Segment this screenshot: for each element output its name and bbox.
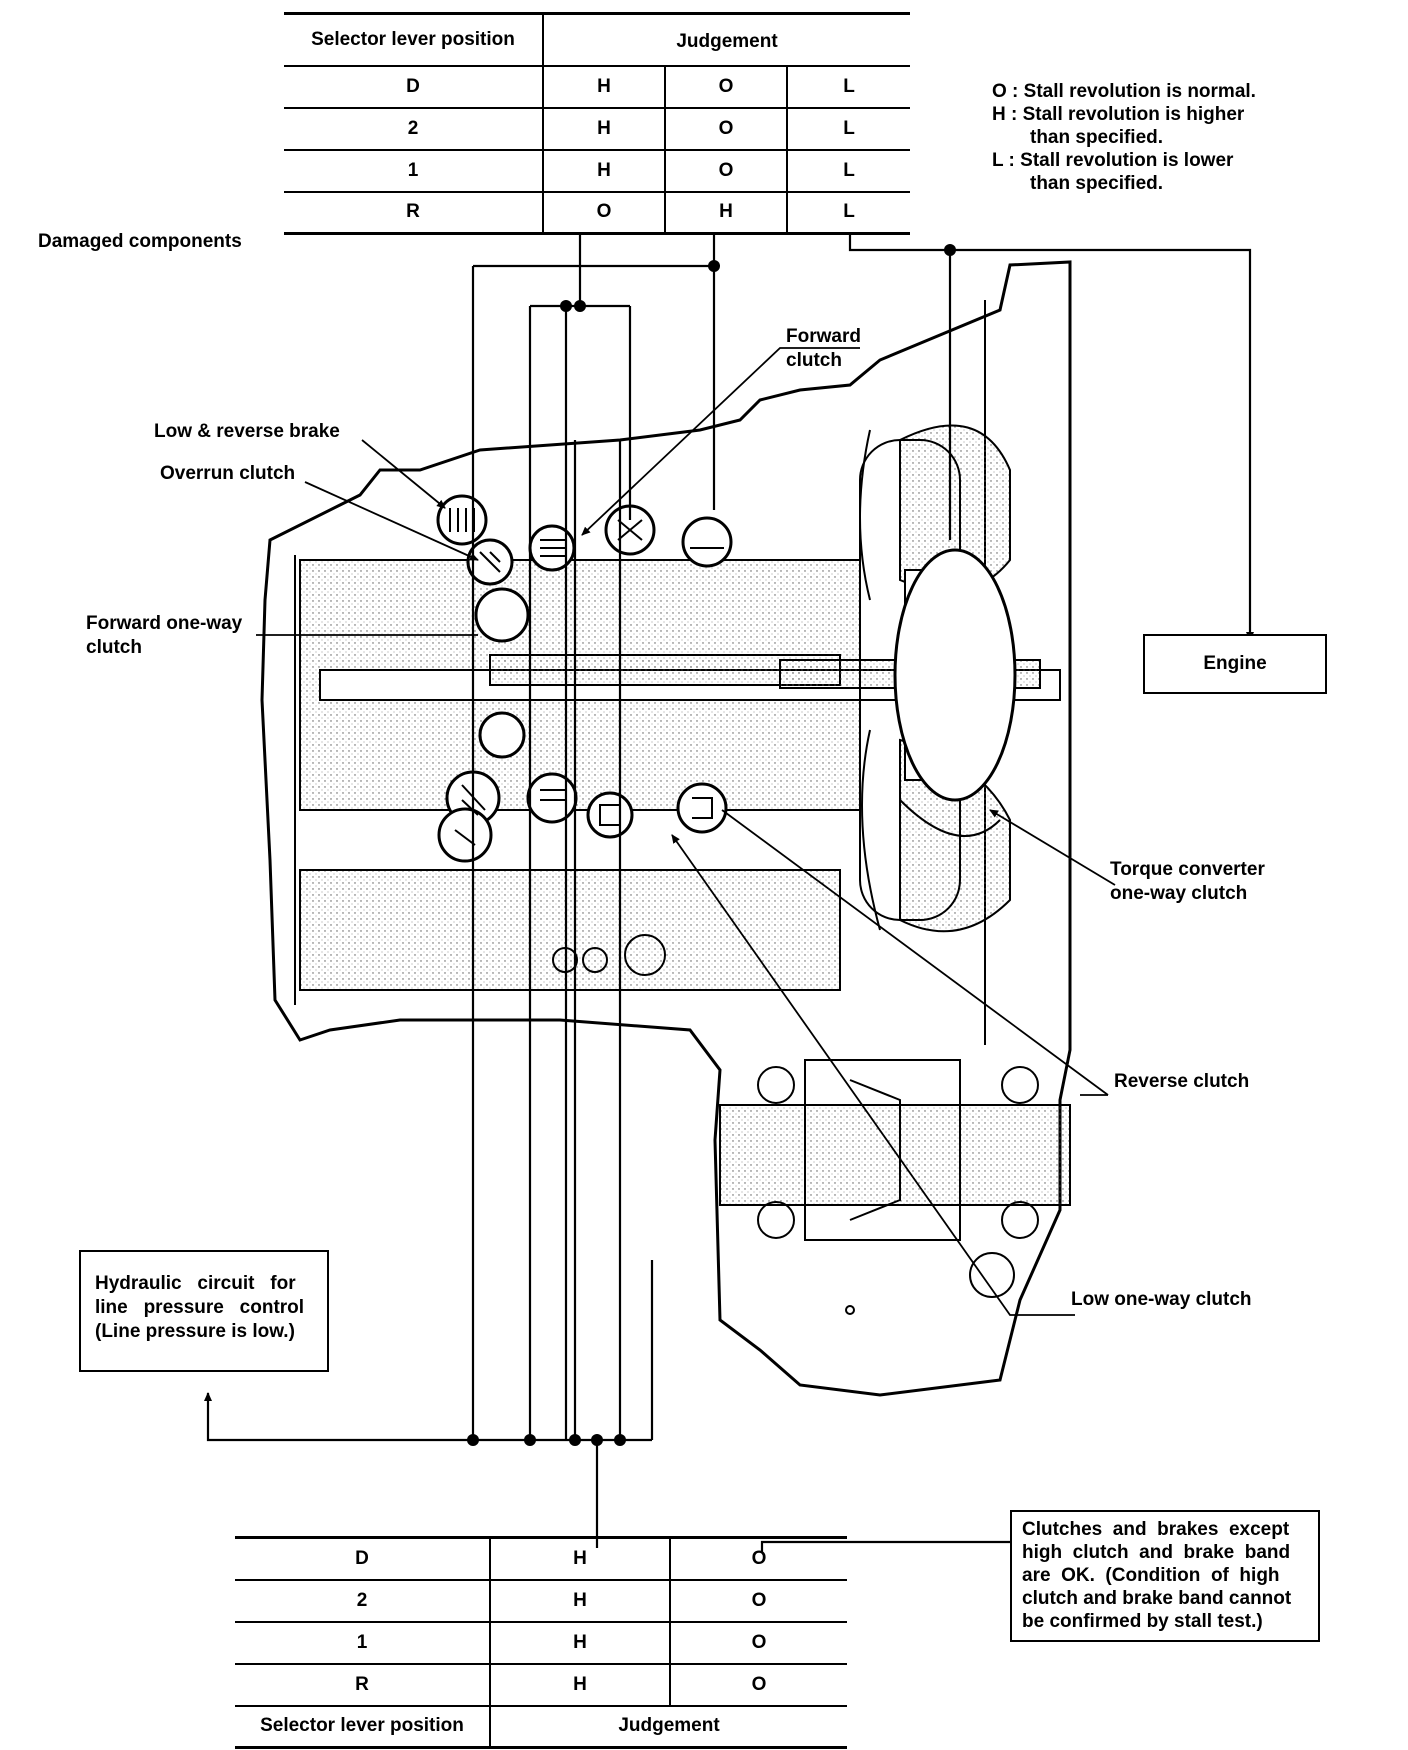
legend-o-key: O : bbox=[992, 81, 1019, 102]
row-judgement-o: O bbox=[670, 1536, 847, 1580]
footer-judgement: Judgement bbox=[490, 1704, 847, 1749]
circle-low-reverse-brake bbox=[436, 494, 488, 546]
hydraulic-line-3: (Line pressure is low.) bbox=[95, 1321, 295, 1342]
row-judgement-o: O bbox=[665, 106, 788, 150]
row-judgement-o: O bbox=[665, 64, 788, 108]
row-position: 2 bbox=[235, 1578, 491, 1622]
circle-lower-4 bbox=[586, 791, 634, 839]
row-position: D bbox=[235, 1536, 491, 1580]
label-torque-converter-2: one-way clutch bbox=[1110, 883, 1248, 904]
row-judgement-o: O bbox=[670, 1662, 847, 1706]
header-judgement: Judgement bbox=[543, 12, 910, 66]
legend-h-key: H : bbox=[992, 104, 1018, 125]
circle-low-one-way bbox=[437, 807, 493, 863]
legend-l-text-cont: than specified. bbox=[1030, 173, 1164, 194]
ok-line-2: high clutch and brake band bbox=[1022, 1542, 1291, 1563]
row-position: R bbox=[284, 190, 544, 235]
row-judgement-h: H bbox=[490, 1536, 671, 1580]
label-forward-one-way-1: Forward one-way bbox=[86, 613, 243, 634]
legend-h-text-cont: than specified. bbox=[1030, 127, 1164, 148]
top-judgement-table: Selector lever position Judgement D H O … bbox=[284, 12, 910, 235]
label-low-one-way-clutch: Low one-way clutch bbox=[1071, 1289, 1252, 1310]
bottom-judgement-table: D H O 2 H O 1 H O R H O Selector lever p… bbox=[235, 1536, 847, 1749]
row-judgement-o: O bbox=[670, 1578, 847, 1622]
label-torque-converter-1: Torque converter bbox=[1110, 859, 1265, 880]
circle-torque-converter bbox=[893, 548, 1017, 802]
ok-line-4: clutch and brake band cannot bbox=[1022, 1588, 1292, 1609]
label-forward-one-way-2: clutch bbox=[86, 637, 142, 658]
row-judgement-h: H bbox=[543, 148, 666, 192]
differential bbox=[552, 934, 1071, 1315]
label-damaged-components: Damaged components bbox=[38, 231, 242, 252]
row-judgement-h: H bbox=[665, 190, 788, 235]
row-position: 1 bbox=[284, 148, 544, 192]
row-judgement-h: H bbox=[490, 1578, 671, 1622]
legend-h-text: Stall revolution is higher bbox=[1022, 104, 1245, 125]
label-forward-clutch-1: Forward bbox=[786, 326, 861, 347]
junction-dots bbox=[467, 244, 956, 1446]
footer-selector-lever-position: Selector lever position bbox=[235, 1704, 491, 1749]
header-selector-lever-position: Selector lever position bbox=[284, 12, 544, 66]
row-judgement-l: L bbox=[787, 148, 910, 192]
circle-lower-1 bbox=[478, 711, 526, 759]
label-overrun-clutch: Overrun clutch bbox=[160, 463, 296, 484]
legend-l-text: Stall revolution is lower bbox=[1020, 150, 1234, 171]
hydraulic-line-2: line pressure control bbox=[95, 1297, 305, 1318]
clutches-brakes-ok-box: Clutches and brakes except high clutch a… bbox=[1010, 1510, 1320, 1642]
row-judgement-h: H bbox=[543, 64, 666, 108]
row-position: D bbox=[284, 64, 544, 108]
row-judgement-l: L bbox=[787, 64, 910, 108]
label-reverse-clutch: Reverse clutch bbox=[1114, 1071, 1250, 1092]
row-judgement-l: L bbox=[787, 190, 910, 235]
row-judgement-o: O bbox=[670, 1620, 847, 1664]
row-judgement-h: H bbox=[543, 106, 666, 150]
leader-lines bbox=[256, 347, 1116, 1316]
row-judgement-h: H bbox=[490, 1662, 671, 1706]
engine-label: Engine bbox=[1203, 653, 1267, 674]
component-circles bbox=[436, 494, 1017, 863]
label-low-reverse-brake: Low & reverse brake bbox=[154, 421, 340, 442]
circle-band bbox=[681, 516, 733, 568]
circle-lower-3 bbox=[526, 772, 578, 824]
hydraulic-circuit-box: Hydraulic circuit for line pressure cont… bbox=[79, 1250, 329, 1372]
row-judgement-o: O bbox=[665, 148, 788, 192]
circle-reverse-clutch bbox=[676, 782, 728, 834]
row-judgement-o: O bbox=[543, 190, 666, 235]
row-position: 1 bbox=[235, 1620, 491, 1664]
legend-l-key: L : bbox=[992, 150, 1015, 171]
ok-line-3: are OK. (Condition of high bbox=[1022, 1565, 1280, 1586]
legend-o-text: Stall revolution is normal. bbox=[1023, 81, 1256, 102]
row-judgement-h: H bbox=[490, 1620, 671, 1664]
engine-box: Engine bbox=[1143, 634, 1327, 694]
hydraulic-line-1: Hydraulic circuit for bbox=[95, 1273, 296, 1294]
ok-line-5: be confirmed by stall test.) bbox=[1022, 1611, 1263, 1632]
row-judgement-l: L bbox=[787, 106, 910, 150]
ok-line-1: Clutches and brakes except bbox=[1022, 1519, 1290, 1540]
row-position: R bbox=[235, 1662, 491, 1706]
circle-forward-one-way-clutch bbox=[474, 587, 530, 643]
label-forward-clutch-2: clutch bbox=[786, 350, 842, 371]
row-position: 2 bbox=[284, 106, 544, 150]
